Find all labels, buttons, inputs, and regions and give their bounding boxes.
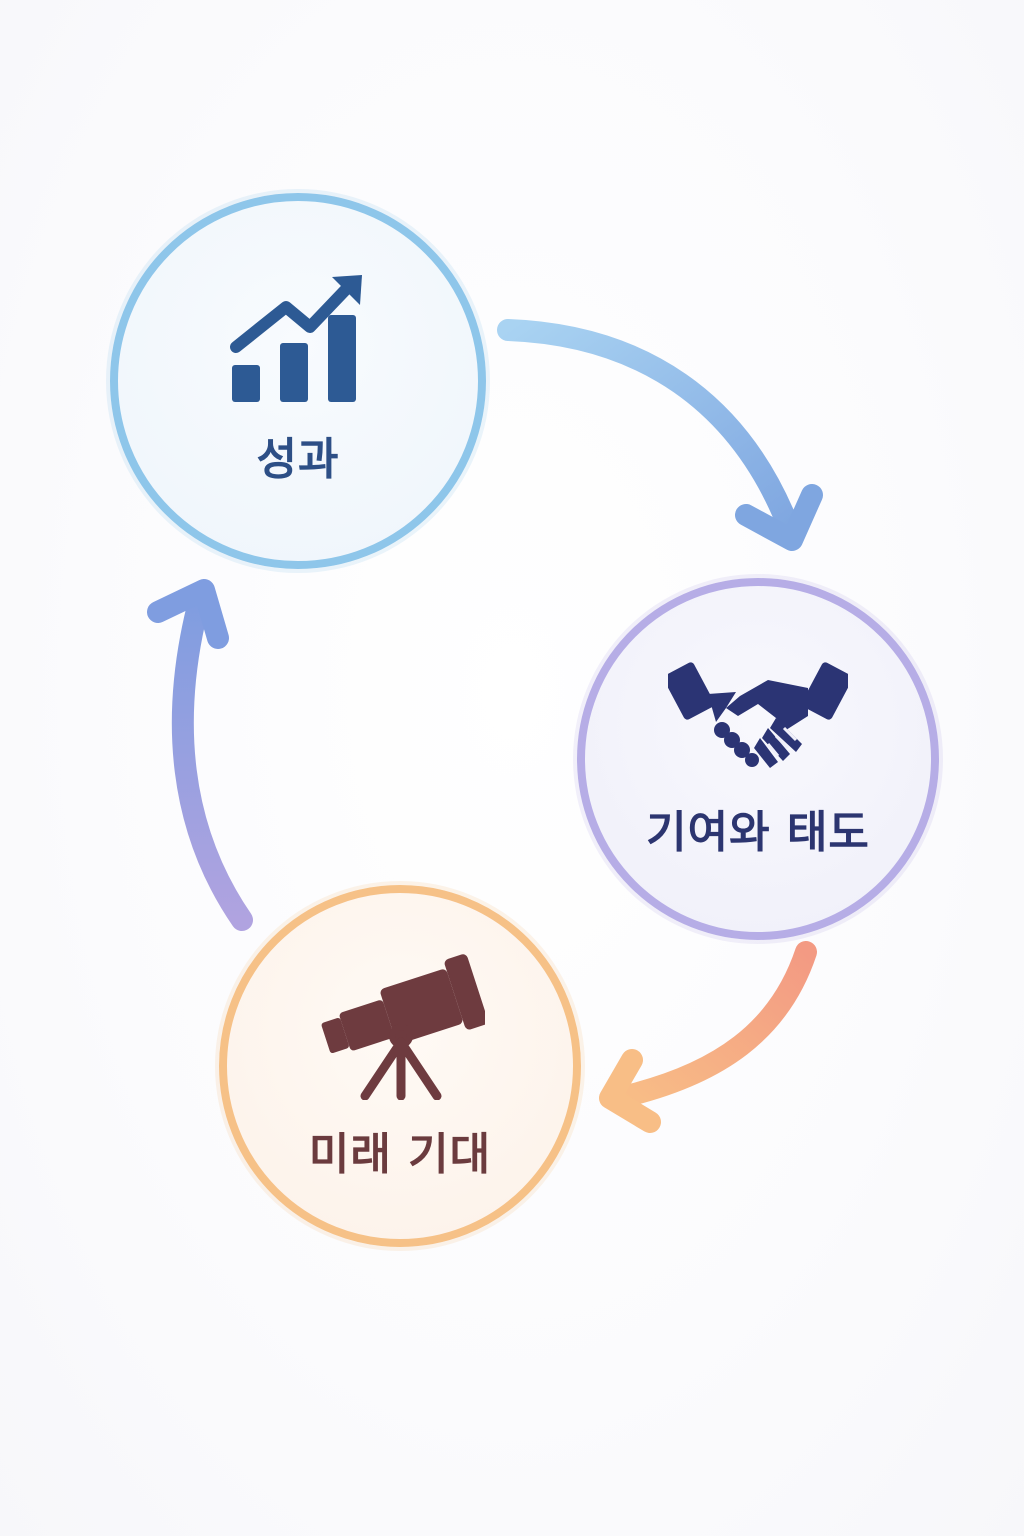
bar-chart-trend-icon [230,275,362,402]
node-performance: 성과 [110,193,486,569]
node-future: 미래 기대 [219,885,581,1247]
telescope-icon [321,954,485,1100]
node-label-contribution: 기여와 태도 [646,807,870,858]
arrow-performance-to-contribution [497,319,823,551]
arrow-contribution-to-future [599,941,817,1133]
arrow-future-to-performance [147,579,253,931]
handshake-icon [668,662,848,768]
node-contribution: 기여와 태도 [577,578,939,940]
node-label-future: 미래 기대 [308,1129,492,1180]
node-label-performance: 성과 [256,434,340,485]
